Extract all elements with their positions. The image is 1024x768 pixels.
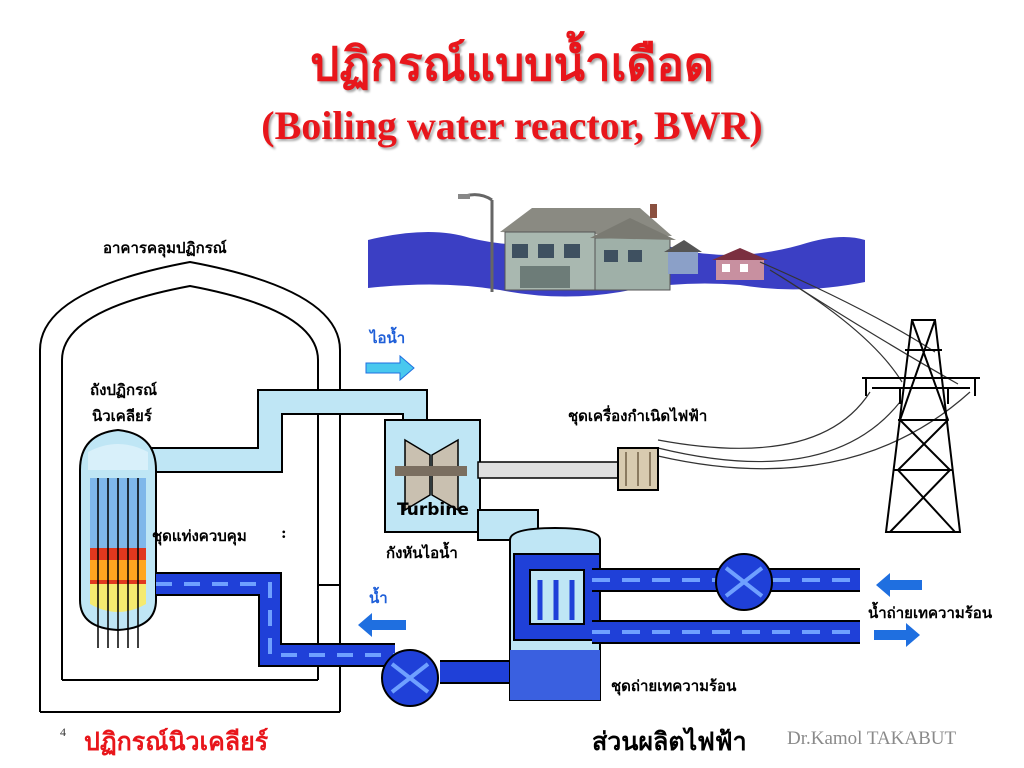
house-icon: [500, 204, 676, 291]
steam-flow-arrow-icon: [365, 354, 415, 382]
generator-icon: [617, 447, 659, 491]
steam-label: ไอน้ำ: [370, 329, 406, 347]
author-credit: Dr.Kamol TAKABUT: [787, 728, 957, 749]
exhaust-pipe: [477, 509, 539, 541]
water-flow-arrow-icon: [358, 613, 406, 637]
turbine: [384, 419, 481, 533]
containment-building-label: อาคารคลุมปฏิกรณ์: [103, 239, 227, 257]
transmission-tower-icon: [862, 319, 980, 533]
street-lamp-icon: [458, 193, 494, 292]
footer-nuclear-reactor: ปฏิกรณ์นิวเคลียร์: [84, 727, 269, 756]
power-lines: [657, 261, 971, 470]
page-number: 4: [60, 725, 66, 739]
turbine-caption: กังหันไอน้ำ: [386, 544, 458, 562]
cooling-water-label: น้ำถ่ายเทความร้อน: [868, 604, 993, 622]
water-label: น้ำ: [369, 589, 388, 607]
cooling-out-arrow-icon: [874, 623, 920, 647]
reactor-vessel-label-line1: ถังปฏิกรณ์: [90, 381, 158, 399]
footer-power-generation: ส่วนผลิตไฟฟ้า: [592, 727, 747, 756]
control-rods-colon: :: [281, 524, 287, 542]
feedwater-pipe: [156, 572, 542, 684]
cooling-in-arrow-icon: [876, 573, 922, 597]
condenser: [509, 526, 601, 701]
turbine-text: Turbine: [397, 500, 469, 520]
reactor-vessel-label-line2: นิวเคลียร์: [92, 407, 152, 425]
slide-title-english: (Boiling water reactor, BWR): [261, 103, 763, 148]
steam-pipe: [132, 389, 428, 473]
feed-pump-icon: [381, 649, 439, 707]
condenser-label: ชุดถ่ายเทความร้อน: [611, 677, 737, 695]
generator-label: ชุดเครื่องกำเนิดไฟฟ้า: [568, 407, 708, 425]
control-rods-label: ชุดแท่งควบคุม: [152, 527, 247, 545]
slide-title-thai: ปฏิกรณ์แบบน้ำเดือด: [310, 37, 714, 91]
small-house-icon: [664, 240, 768, 280]
cooling-pump-icon: [715, 553, 773, 611]
reactor-vessel: [79, 428, 157, 648]
generator-shaft: [477, 461, 619, 479]
